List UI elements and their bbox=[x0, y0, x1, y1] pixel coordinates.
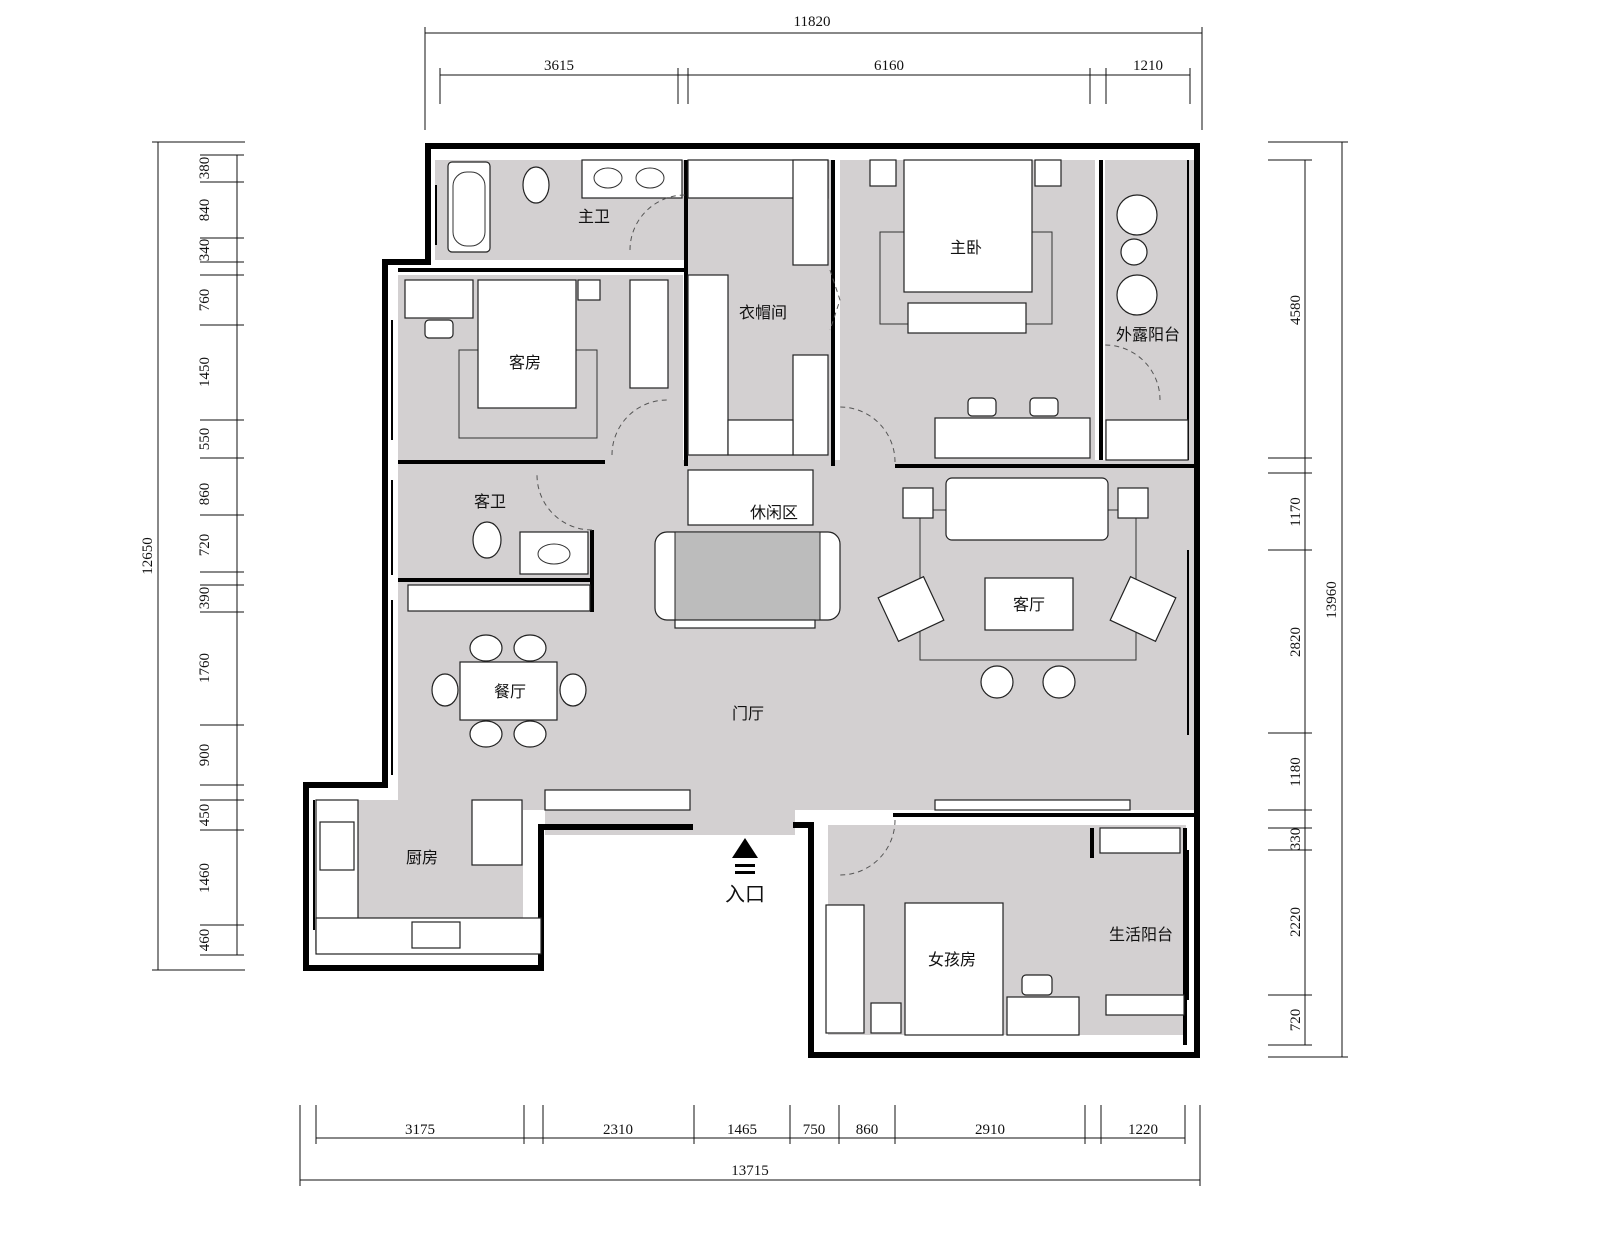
dim-right-6: 2220 bbox=[1288, 907, 1304, 937]
dim-left-11: 900 bbox=[197, 744, 213, 767]
door-swings bbox=[536, 194, 1161, 876]
dim-left-10: 1760 bbox=[197, 653, 213, 683]
dim-right-7: 720 bbox=[1288, 1009, 1304, 1032]
entrance-arrow-icon bbox=[732, 838, 758, 858]
dim-top-3: 1210 bbox=[1133, 58, 1163, 74]
dim-right-1: 4580 bbox=[1288, 295, 1304, 325]
dim-bottom-5: 860 bbox=[856, 1122, 879, 1138]
walls bbox=[303, 143, 1200, 1058]
dim-left-13: 1460 bbox=[197, 863, 213, 893]
dim-bottom-total: 13715 bbox=[731, 1163, 769, 1179]
dim-right-total: 13960 bbox=[1324, 581, 1340, 619]
label-entrance: 入口 bbox=[725, 882, 765, 906]
label-open-balcony: 外露阳台 bbox=[1116, 325, 1180, 344]
dim-right-5: 330 bbox=[1288, 828, 1304, 851]
dim-top-total: 11820 bbox=[794, 14, 831, 30]
dim-top-1: 3615 bbox=[544, 58, 574, 74]
label-foyer: 门厅 bbox=[732, 704, 764, 723]
dim-left-1: 380 bbox=[197, 157, 213, 180]
dim-bottom-6: 2910 bbox=[975, 1122, 1005, 1138]
dim-right-3: 2820 bbox=[1288, 627, 1304, 657]
dim-left-6: 550 bbox=[197, 428, 213, 451]
label-guest-room: 客房 bbox=[509, 353, 541, 372]
label-lounge: 休闲区 bbox=[750, 503, 798, 522]
dim-left-4: 760 bbox=[197, 289, 213, 312]
entrance-marker: 入口 bbox=[725, 838, 765, 906]
label-utility-balcony: 生活阳台 bbox=[1109, 925, 1173, 944]
dim-top-2: 6160 bbox=[874, 58, 904, 74]
label-wardrobe: 衣帽间 bbox=[739, 303, 787, 322]
dim-bottom-2: 2310 bbox=[603, 1122, 633, 1138]
label-master-bedroom: 主卧 bbox=[950, 238, 982, 257]
dim-left-2: 840 bbox=[197, 199, 213, 222]
dim-bottom-3: 1465 bbox=[727, 1122, 757, 1138]
dim-left-12: 450 bbox=[197, 804, 213, 827]
dim-bottom-1: 3175 bbox=[405, 1122, 435, 1138]
dim-left-total: 12650 bbox=[140, 537, 156, 575]
label-kitchen: 厨房 bbox=[406, 848, 438, 867]
dim-left-8: 720 bbox=[197, 534, 213, 557]
label-master-bath: 主卫 bbox=[578, 207, 610, 226]
furniture bbox=[315, 159, 1189, 1036]
dim-right-4: 1180 bbox=[1288, 757, 1304, 786]
label-girls-room: 女孩房 bbox=[928, 950, 976, 969]
dim-left-5: 1450 bbox=[197, 357, 213, 387]
dim-right-2: 1170 bbox=[1288, 497, 1304, 526]
dim-left-9: 390 bbox=[197, 587, 213, 610]
dim-left-14: 460 bbox=[197, 929, 213, 952]
label-dining-room: 餐厅 bbox=[494, 682, 526, 701]
dim-left-7: 860 bbox=[197, 483, 213, 506]
label-guest-bath: 客卫 bbox=[474, 492, 506, 511]
dim-left-3: 340 bbox=[197, 239, 213, 262]
dim-bottom-7: 1220 bbox=[1128, 1122, 1158, 1138]
label-living-room: 客厅 bbox=[1013, 595, 1045, 614]
dimension-lines bbox=[152, 27, 1348, 1186]
dim-bottom-4: 750 bbox=[803, 1122, 826, 1138]
